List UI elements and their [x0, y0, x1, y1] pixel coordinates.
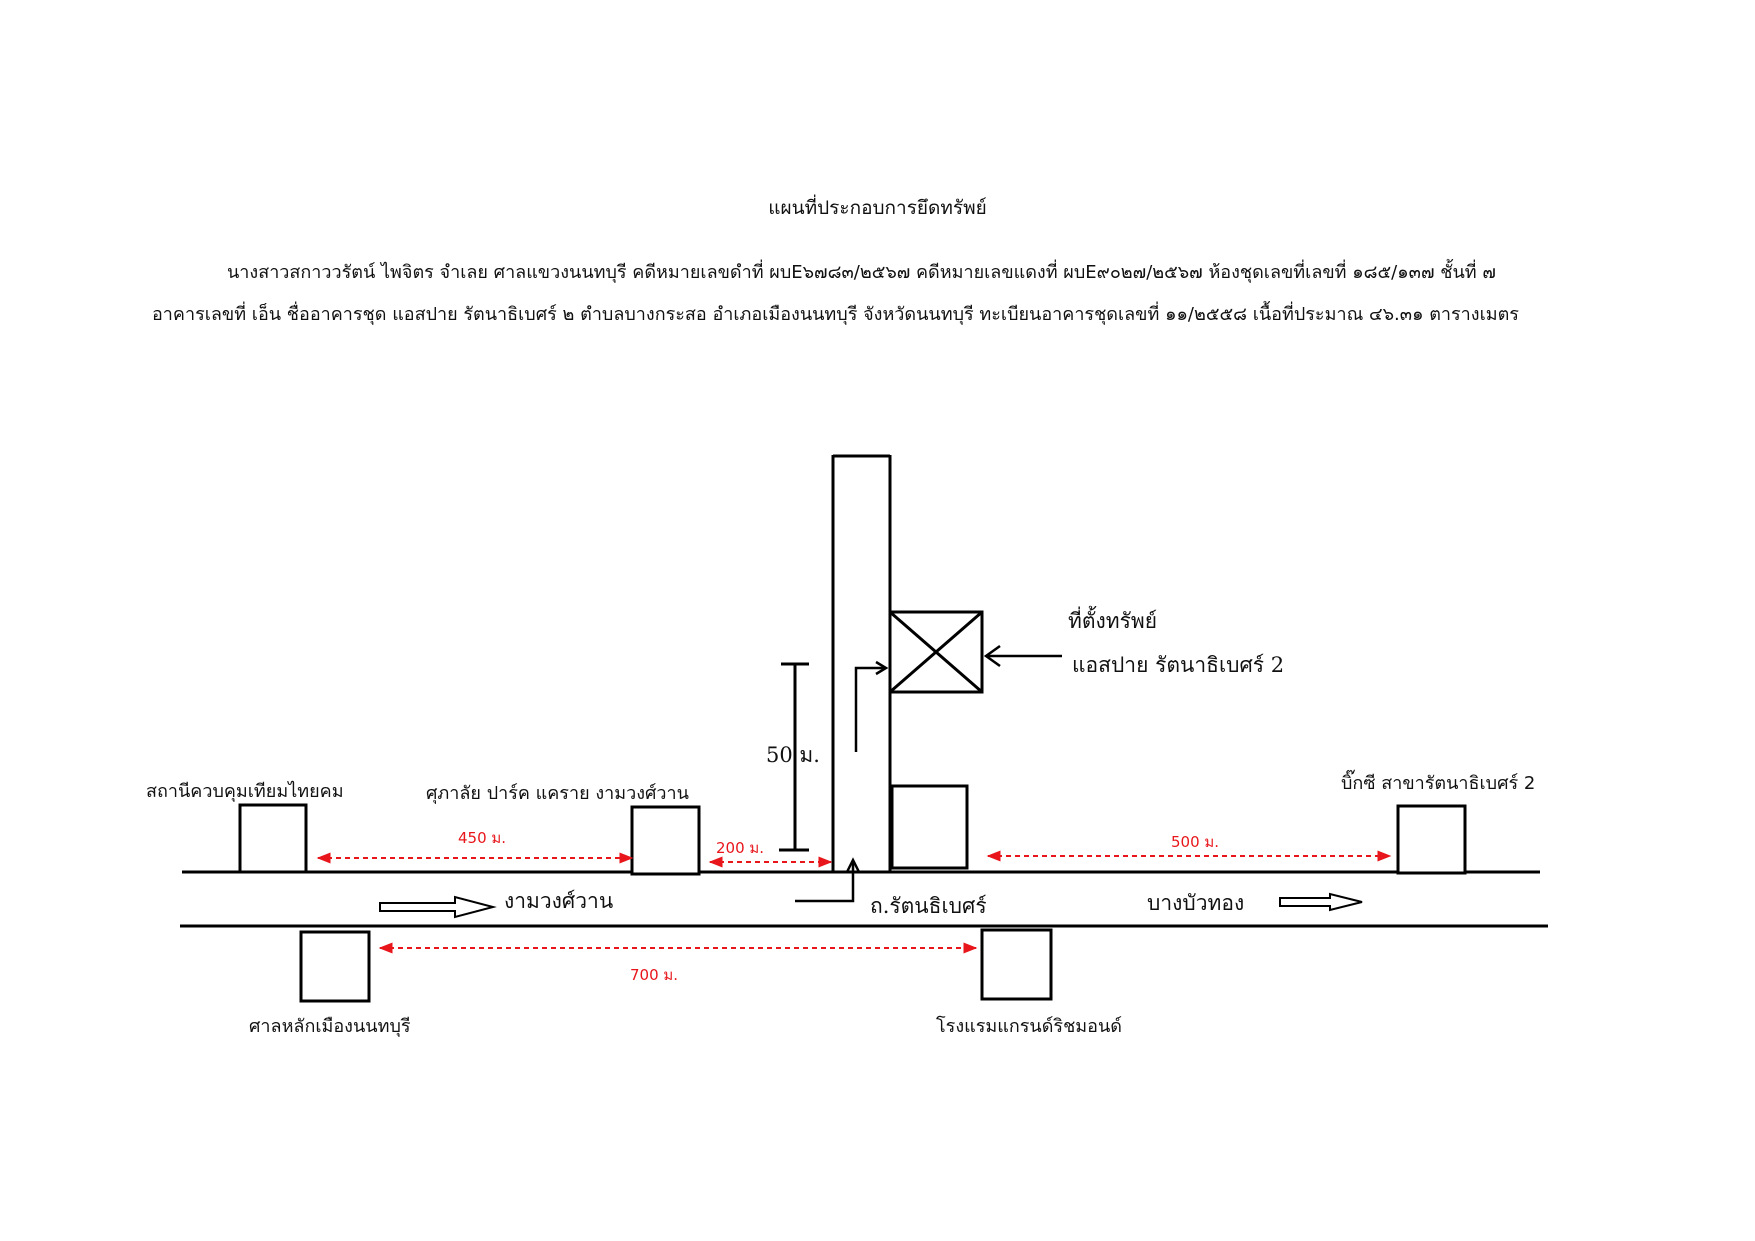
road-bangbuathong: บางบัวทอง	[1147, 891, 1244, 915]
measure-50m	[779, 662, 809, 852]
distance-lines	[316, 850, 1392, 954]
label-city-pillar: ศาลหลักเมืองนนทบุรี	[249, 1016, 411, 1037]
distance-700m: 700 ม.	[630, 966, 678, 984]
route-arrow	[795, 660, 889, 903]
property-title: ที่ตั้งทรัพย์	[1068, 606, 1157, 633]
property-pointer-arrow	[983, 644, 1062, 668]
label-supalai: ศุภาลัย ปาร์ค แคราย งามวงศ์วาน	[426, 783, 689, 804]
city-pillar-box	[299, 930, 371, 1003]
supalai-box	[630, 805, 701, 876]
distance-450m: 450 ม.	[458, 829, 506, 847]
label-thaicom: สถานีควบคุมเทียมไทยคม	[146, 780, 344, 802]
distance-500m: 500 ม.	[1171, 833, 1219, 851]
distance-50m: 50 ม.	[766, 743, 820, 767]
case-description-line-2: อาคารเลขที่ เอ็น ชื่ออาคารชุด แอสปาย รัต…	[152, 304, 1519, 325]
distance-200m: 200 ม.	[716, 839, 764, 857]
case-description-line-1: นางสาวสกาววรัตน์ ไพจิตร จำเลย ศาลแขวงนนท…	[227, 262, 1496, 283]
map-title: แผนที่ประกอบการยึดทรัพย์	[768, 197, 987, 219]
direction-arrow-left	[379, 895, 497, 919]
thaicom-station-box	[238, 803, 308, 874]
building-box	[890, 784, 969, 870]
property-building	[888, 610, 984, 694]
direction-arrow-right	[1279, 892, 1363, 912]
main-road	[180, 870, 1548, 928]
hotel-box	[980, 928, 1053, 1001]
property-name: แอสปาย รัตนาธิเบศร์ 2	[1072, 653, 1284, 677]
side-road	[831, 454, 892, 872]
label-bigc: บิ๊กซี สาขารัตนาธิเบศร์ 2	[1341, 769, 1535, 794]
label-hotel: โรงแรมแกรนด์ริชมอนด์	[936, 1015, 1122, 1037]
road-ngamwongwan: งามวงศ์วาน	[504, 889, 613, 913]
road-rattanathibet: ถ.รัตนธิเบศร์	[870, 894, 987, 918]
bigc-box	[1396, 804, 1467, 875]
